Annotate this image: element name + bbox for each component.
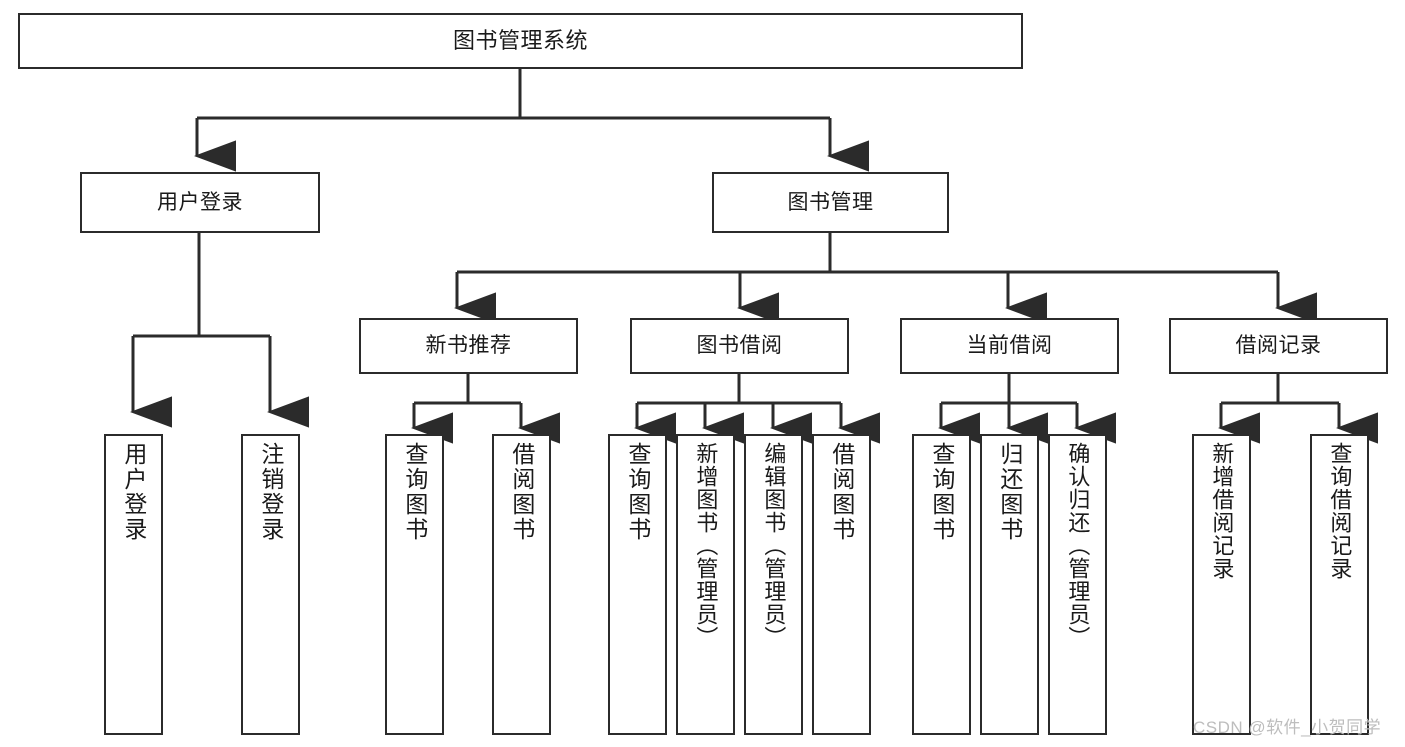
node-label: 查询借阅记录 [1327, 442, 1353, 580]
node-leaf-add-book[interactable]: 新增图书（管理员） [676, 434, 735, 735]
node-label: 用户登录 [120, 442, 147, 542]
node-leaf-query-book-3[interactable]: 查询图书 [912, 434, 971, 735]
node-label: 编辑图书（管理员） [761, 442, 787, 649]
node-label: 借阅图书 [828, 442, 855, 542]
node-leaf-user-login[interactable]: 用户登录 [104, 434, 163, 735]
node-leaf-return-book[interactable]: 归还图书 [980, 434, 1039, 735]
node-label: 归还图书 [996, 442, 1023, 542]
node-label: 图书管理系统 [452, 27, 588, 53]
node-label: 注销登录 [257, 442, 284, 542]
node-leaf-confirm-return[interactable]: 确认归还（管理员） [1048, 434, 1107, 735]
node-label: 新书推荐 [425, 334, 512, 358]
node-current-borrow[interactable]: 当前借阅 [900, 318, 1119, 374]
node-leaf-logout-login[interactable]: 注销登录 [241, 434, 300, 735]
node-leaf-query-record[interactable]: 查询借阅记录 [1310, 434, 1369, 735]
node-leaf-query-book-1[interactable]: 查询图书 [385, 434, 444, 735]
node-label: 新增借阅记录 [1209, 442, 1235, 580]
node-leaf-borrow-book-1[interactable]: 借阅图书 [492, 434, 551, 735]
node-label: 查询图书 [928, 442, 955, 542]
node-book-management[interactable]: 图书管理 [712, 172, 949, 233]
node-label: 用户登录 [157, 190, 243, 214]
node-book-borrow[interactable]: 图书借阅 [630, 318, 849, 374]
csdn-watermark: CSDN @软件_小贺同学 [1193, 718, 1382, 737]
node-label: 新增图书（管理员） [693, 442, 719, 649]
node-label: 借阅图书 [508, 442, 535, 542]
node-label: 图书借阅 [696, 334, 783, 358]
node-label: 查询图书 [401, 442, 428, 542]
node-user-login[interactable]: 用户登录 [80, 172, 320, 233]
node-borrow-record[interactable]: 借阅记录 [1169, 318, 1388, 374]
node-leaf-add-record[interactable]: 新增借阅记录 [1192, 434, 1251, 735]
node-root-book-management-system[interactable]: 图书管理系统 [18, 13, 1023, 69]
node-leaf-borrow-book-2[interactable]: 借阅图书 [812, 434, 871, 735]
node-label: 借阅记录 [1235, 334, 1322, 358]
node-leaf-edit-book[interactable]: 编辑图书（管理员） [744, 434, 803, 735]
node-label: 图书管理 [787, 190, 874, 214]
node-new-book-recommend[interactable]: 新书推荐 [359, 318, 578, 374]
node-label: 当前借阅 [966, 334, 1053, 358]
node-leaf-query-book-2[interactable]: 查询图书 [608, 434, 667, 735]
node-label: 查询图书 [624, 442, 651, 542]
node-label: 确认归还（管理员） [1065, 442, 1091, 649]
